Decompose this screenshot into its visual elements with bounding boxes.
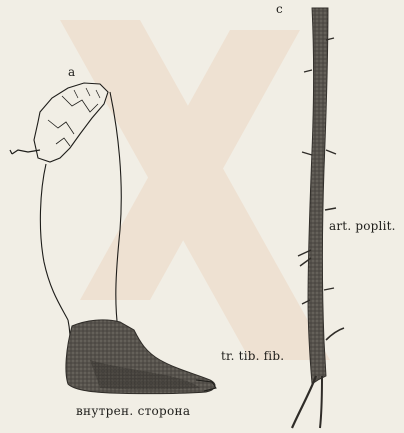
foot-shading <box>66 320 216 394</box>
watermark <box>60 20 330 360</box>
trunk-label: tr. tib. fib. <box>221 350 284 362</box>
panel-a-label: a <box>68 66 75 78</box>
artery-drawing <box>292 8 344 428</box>
artery-label: art. poplit. <box>329 220 396 232</box>
figure-caption: внутрен. сторона <box>76 405 190 417</box>
panel-c-label: c <box>276 3 283 15</box>
